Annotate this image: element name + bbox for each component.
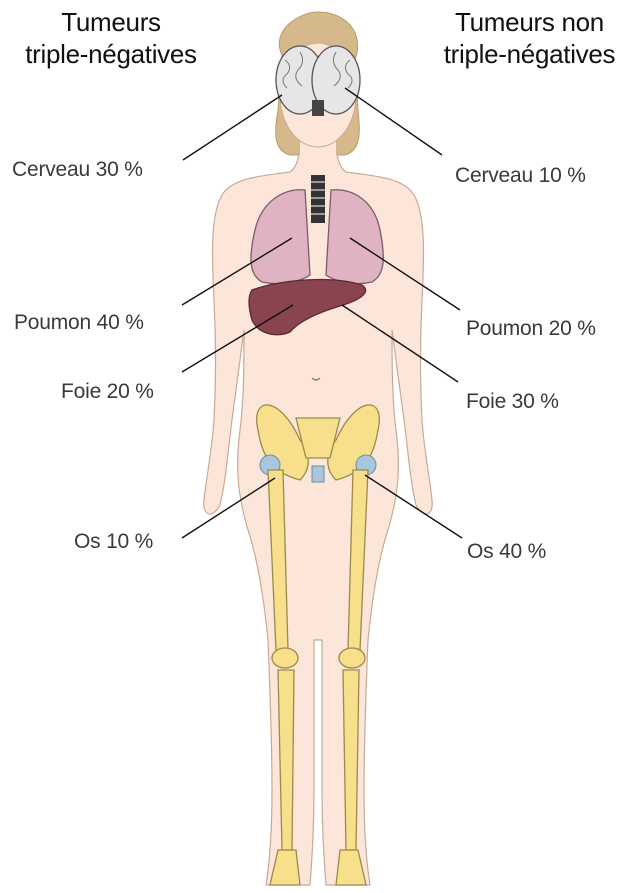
label-right-cerveau: Cerveau 10 % xyxy=(455,164,586,188)
tibia-right xyxy=(343,670,359,850)
label-left-foie: Foie 20 % xyxy=(61,380,154,404)
header-left-line2: triple-négatives xyxy=(0,38,222,70)
label-left-cerveau: Cerveau 30 % xyxy=(12,158,143,182)
leader-line-left-cerveau xyxy=(183,95,282,160)
body-silhouette xyxy=(204,150,433,885)
knee-left xyxy=(272,648,298,668)
label-right-foie: Foie 30 % xyxy=(466,390,559,414)
brain xyxy=(276,46,360,116)
leader-line-right-cerveau xyxy=(345,88,442,155)
label-left-poumon: Poumon 40 % xyxy=(14,311,144,335)
header-non-triple-negative: Tumeurs non triple-négatives xyxy=(424,6,635,70)
header-triple-negative: Tumeurs triple-négatives xyxy=(0,6,222,70)
label-right-os: Os 40 % xyxy=(467,540,546,564)
label-right-poumon: Poumon 20 % xyxy=(466,317,596,341)
header-right-line2: triple-négatives xyxy=(424,38,635,70)
knee-right xyxy=(339,648,365,668)
header-left-line1: Tumeurs xyxy=(0,6,222,38)
label-left-os: Os 10 % xyxy=(74,530,153,554)
header-right-line1: Tumeurs non xyxy=(424,6,635,38)
